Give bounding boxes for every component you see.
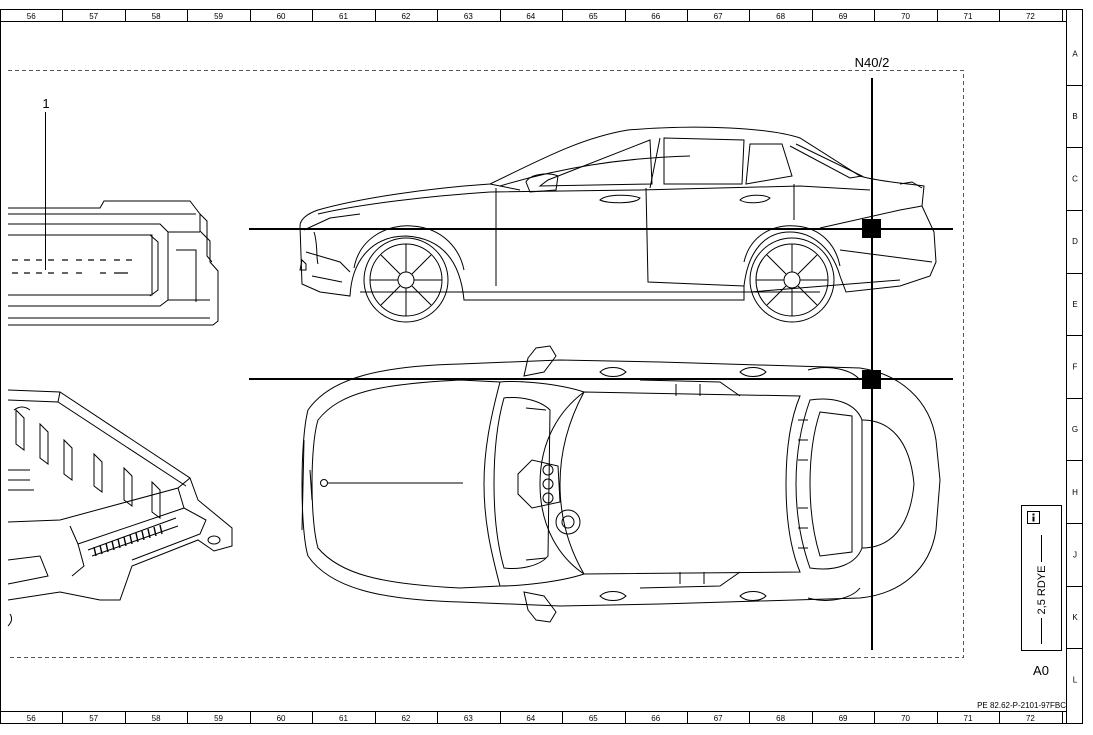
column-label-bottom: 61: [339, 714, 348, 723]
connector-marker-side: [862, 219, 881, 238]
vehicle-top-view: [301, 345, 941, 623]
wire-spec-label: 2,5 RDYE: [1036, 566, 1048, 615]
column-label-top: 62: [401, 12, 410, 21]
column-label-top: 68: [776, 12, 785, 21]
column-label-top: 61: [339, 12, 348, 21]
column-label-top: 69: [839, 12, 848, 21]
control-unit-side-view: [8, 200, 219, 326]
column-label-top: 71: [964, 12, 973, 21]
column-label-bottom: 59: [214, 714, 223, 723]
reference-point-marker: [320, 479, 328, 487]
column-label-top: 66: [651, 12, 660, 21]
row-label: B: [1072, 112, 1077, 121]
row-label: D: [1072, 237, 1078, 246]
column-label-top: 60: [277, 12, 286, 21]
info-icon: [1027, 511, 1040, 524]
column-label-bottom: 60: [277, 714, 286, 723]
detail-boundary: [8, 70, 964, 658]
column-label-bottom: 72: [1026, 714, 1035, 723]
zone-label: A0: [1033, 663, 1049, 678]
row-label: J: [1073, 550, 1077, 559]
column-label-top: 63: [464, 12, 473, 21]
column-ruler: [0, 9, 1063, 723]
connector-location-label: N40/2: [855, 55, 890, 70]
column-label-top: 58: [152, 12, 161, 21]
column-label-top: 57: [89, 12, 98, 21]
column-label-top: 64: [526, 12, 535, 21]
column-label-top: 56: [27, 12, 36, 21]
column-label-bottom: 66: [651, 714, 660, 723]
vehicle-side-view: [299, 126, 937, 323]
column-label-bottom: 69: [839, 714, 848, 723]
drawing-frame: [0, 9, 1083, 724]
column-label-top: 65: [589, 12, 598, 21]
row-label: K: [1072, 613, 1078, 622]
column-label-bottom: 58: [152, 714, 161, 723]
column-label-bottom: 70: [901, 714, 910, 723]
info-panel: 2,5 RDYE: [1021, 505, 1062, 651]
row-ruler: [1066, 85, 1083, 649]
row-labels: A B C D E F G H J K L: [1072, 49, 1078, 684]
column-label-top: 72: [1026, 12, 1035, 21]
column-labels-top: 56 57 58 59 60 61 62 63 64 65 66 67 68 69 70 71 72: [27, 12, 1036, 21]
column-label-bottom: 64: [526, 714, 535, 723]
column-label-bottom: 68: [776, 714, 785, 723]
column-label-top: 59: [214, 12, 223, 21]
row-label: F: [1073, 363, 1078, 372]
column-label-bottom: 57: [89, 714, 98, 723]
row-label: E: [1072, 300, 1077, 309]
row-label: C: [1072, 175, 1078, 184]
column-label-bottom: 67: [714, 714, 723, 723]
callout-1-label: 1: [42, 96, 49, 111]
column-label-bottom: 62: [401, 714, 410, 723]
control-unit-perspective-view: [7, 389, 233, 627]
column-labels-bottom: 56 57 58 59 60 61 62 63 64 65 66 67 68 69 70 71 72: [27, 714, 1036, 723]
column-label-bottom: 56: [27, 714, 36, 723]
column-label-bottom: 71: [964, 714, 973, 723]
column-label-bottom: 63: [464, 714, 473, 723]
row-label: L: [1073, 676, 1078, 685]
row-label: G: [1072, 425, 1078, 434]
document-id: PE 82.62-P-2101-97FBC: [977, 701, 1066, 710]
column-label-bottom: 65: [589, 714, 598, 723]
column-label-top: 67: [714, 12, 723, 21]
location-crosshairs: [249, 78, 953, 650]
row-label: H: [1072, 488, 1078, 497]
connector-marker-top: [862, 370, 881, 389]
column-label-top: 70: [901, 12, 910, 21]
row-label: A: [1072, 49, 1078, 58]
